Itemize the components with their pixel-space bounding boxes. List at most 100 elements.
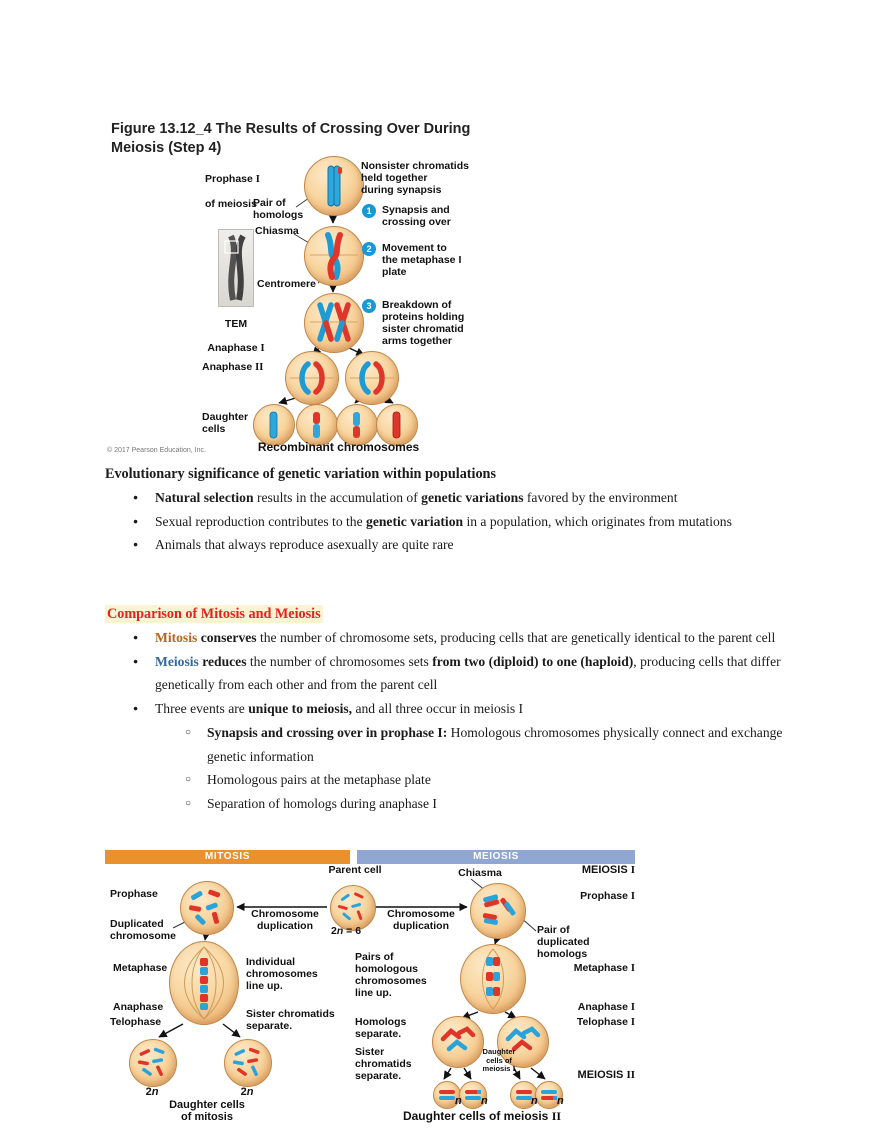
cell-parent: [330, 885, 376, 931]
daughter-cell-3-recombinant: [336, 404, 378, 446]
label-metaphase-i: Metaphase I: [573, 962, 635, 974]
subbullet-homologous-pairs: ○ Homologous pairs at the metaphase plat…: [105, 768, 785, 792]
cell-mitosis-prophase: [180, 881, 234, 935]
bullet-marker: ●: [133, 515, 139, 526]
step-text-3: Breakdown of proteins holding sister chr…: [382, 299, 465, 347]
label-telophase: Telophase: [110, 1016, 162, 1028]
cell-meiosis-ii-daughter-4: [535, 1081, 563, 1109]
bullet-meiosis-reduces: ● Meiosis reduces the number of chromoso…: [105, 650, 785, 697]
label-sister-chromatids-separate-2: Sister chromatids separate.: [355, 1046, 412, 1082]
label-chromosome-duplication-right: Chromosome duplication: [387, 908, 455, 932]
label-pair-of-duplicated-homologs: Pair of duplicated homologs: [537, 924, 590, 960]
label-meiosis-ii: MEIOSIS II: [577, 1069, 635, 1081]
cell-crossing-over: [304, 226, 364, 286]
cell-mitosis-daughter-left: [129, 1039, 177, 1087]
bullet-marker: ●: [133, 632, 139, 642]
bullet-mitosis-conserves: ● Mitosis conserves the number of chromo…: [105, 626, 785, 650]
cell-meiosis-prophase-i: [470, 883, 526, 939]
synapsed-chromatids-icon: [327, 165, 342, 207]
cell-meiosis-ii-daughter-2: [459, 1081, 487, 1109]
section-genetic-variation: Evolutionary significance of genetic var…: [105, 462, 785, 557]
label-2n-right: 2n: [240, 1086, 254, 1098]
cell-meiosis-ii-daughter-1: [433, 1081, 461, 1109]
bullet-marker: ●: [133, 655, 139, 666]
subbullet-synapsis: ○ Synapsis and crossing over in prophase…: [105, 721, 785, 768]
section-heading: Evolutionary significance of genetic var…: [105, 466, 496, 482]
copyright-note: © 2017 Pearson Education, Inc.: [107, 447, 206, 454]
paired-homologs-icon: [482, 894, 516, 925]
label-n-4: n: [557, 1095, 564, 1107]
label-nonsister-chromatids: Nonsister chromatids held together durin…: [361, 160, 469, 196]
label-2n-left: 2n: [145, 1086, 159, 1098]
bullet-marker-hollow: ○: [185, 726, 192, 738]
cell-anaphase-ii-right: [345, 351, 399, 405]
label-ploidy-2n6: 2n = 6: [331, 925, 362, 937]
step-text-1: Synapsis and crossing over: [382, 204, 451, 228]
label-telophase-i: Telophase I: [576, 1016, 635, 1028]
cell-anaphase-i: [304, 293, 364, 353]
label-tem-anaphase-i: TEM Anaphase I: [207, 318, 265, 354]
bullet-asexual-rare: ● Animals that always reproduce asexuall…: [105, 533, 785, 557]
cell-meiosis-i-daughter-left: [432, 1016, 484, 1068]
tem-micrograph: [218, 229, 254, 307]
label-anaphase-i: Anaphase I: [577, 1001, 635, 1013]
label-daughter-cells-of-meiosis-ii: Daughter cells of meiosis II: [402, 1109, 562, 1123]
bullet-marker: ●: [133, 492, 139, 502]
cell-meiosis-metaphase-i: [460, 944, 526, 1014]
separating-chromatids-icon: [290, 361, 334, 395]
label-anaphase-ii: Anaphase II: [202, 361, 264, 373]
daughter-cell-4: [376, 404, 418, 446]
label-daughter-cells: Daughter cells: [202, 411, 249, 435]
x-chromosomes-icon: [310, 302, 358, 342]
label-duplicated-chromosome: Duplicated chromosome: [110, 918, 176, 942]
bullet-marker: ●: [133, 703, 139, 714]
bullet-natural-selection: ● Natural selection results in the accum…: [105, 486, 785, 510]
section-comparison: Comparison of Mitosis and Meiosis ● Mito…: [105, 602, 785, 816]
cell-meiosis-ii-daughter-3: [510, 1081, 538, 1109]
separating-chromatids-icon: [350, 361, 394, 395]
duplicated-chromosomes-icon: [189, 889, 221, 925]
label-daughter-cells-of-mitosis: Daughter cells of mitosis: [169, 1099, 245, 1123]
bullet-marker-hollow: ○: [185, 774, 192, 786]
bullet-marker: ●: [133, 539, 139, 550]
label-n-3: n: [531, 1095, 538, 1107]
figure-mitosis-vs-meiosis: MITOSIS MEIOSIS: [105, 848, 645, 1139]
label-n-1: n: [455, 1095, 462, 1107]
subbullet-separation: ○ Separation of homologs during anaphase…: [105, 792, 785, 816]
step-badge-2: 2: [362, 242, 376, 256]
parent-chromosomes-icon: [337, 892, 364, 921]
metaphase-spindle-icon: [184, 946, 224, 1020]
section-heading-comparison: Comparison of Mitosis and Meiosis: [105, 605, 323, 623]
daughter-cell-1: [253, 404, 295, 446]
figure1-title: Figure 13.12_4 The Results of Crossing O…: [111, 121, 471, 156]
metaphase-i-pairs-icon: [482, 948, 504, 1010]
step-badge-1: 1: [362, 204, 376, 218]
label-n-2: n: [481, 1095, 488, 1107]
bullet-sexual-reproduction: ● Sexual reproduction contributes to the…: [105, 510, 785, 534]
step-text-2: Movement to the metaphase I plate: [382, 242, 462, 278]
label-sister-chromatids-separate: Sister chromatids separate.: [246, 1008, 335, 1032]
label-chiasma-2: Chiasma: [458, 867, 502, 879]
label-parent-cell: Parent cell: [328, 864, 382, 876]
label-chiasma: Chiasma: [255, 225, 299, 237]
label-centromere: Centromere: [257, 278, 316, 290]
label-prophase-i: Prophase I: [580, 890, 635, 902]
mitosis-header-bar: MITOSIS: [105, 850, 350, 864]
label-homologs-separate: Homologs separate.: [355, 1016, 407, 1040]
step-badge-3: 3: [362, 299, 376, 313]
bullet-three-events: ● Three events are unique to meiosis, an…: [105, 697, 785, 721]
label-metaphase: Metaphase: [113, 962, 168, 974]
label-daughter-cells-meiosis-i: Daughter cells of meiosis I: [482, 1047, 516, 1073]
label-pair-of-homologs: Pair of homologs: [253, 197, 304, 221]
label-anaphase: Anaphase: [113, 1001, 164, 1013]
cell-mitosis-metaphase: [169, 941, 239, 1025]
cell-meiosis-i-daughter-right: [497, 1016, 549, 1068]
figure-crossing-over: Figure 13.12_4 The Results of Crossing O…: [105, 120, 525, 460]
label-chromosome-duplication-left: Chromosome duplication: [251, 908, 319, 932]
tem-chromosome-icon: [224, 234, 246, 301]
cell-mitosis-daughter-right: [224, 1039, 272, 1087]
cell-anaphase-ii-left: [285, 351, 339, 405]
label-recombinant-chromosomes: Recombinant chromosomes: [257, 440, 420, 454]
label-meiosis-i: MEIOSIS I: [581, 864, 635, 876]
